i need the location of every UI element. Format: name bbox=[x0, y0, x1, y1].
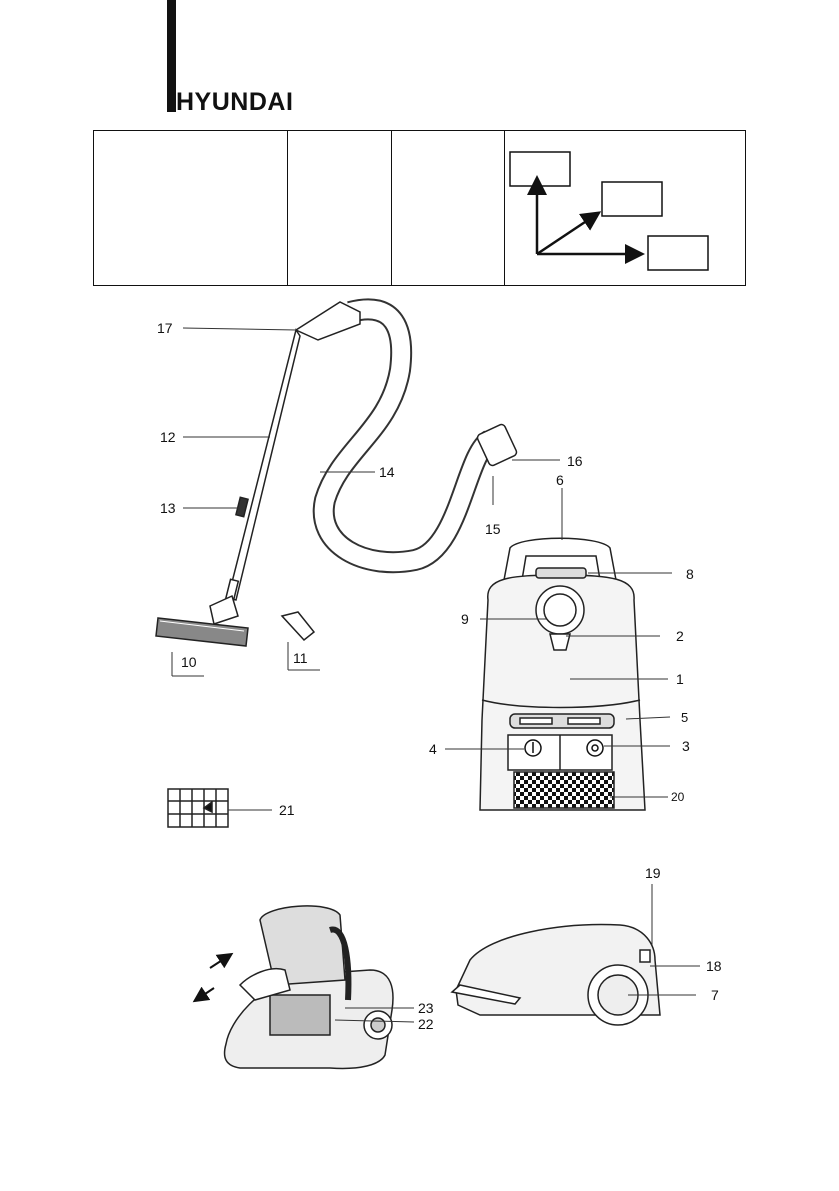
dust-bag bbox=[167, 788, 229, 828]
callout-7: 7 bbox=[711, 987, 719, 1003]
callout-21: 21 bbox=[279, 802, 295, 818]
callout-9: 9 bbox=[461, 611, 469, 627]
callout-3: 3 bbox=[682, 738, 690, 754]
brand-logo: HYUNDAI bbox=[176, 88, 294, 116]
callout-20: 20 bbox=[671, 790, 685, 804]
header-cell-3 bbox=[391, 131, 505, 285]
power-icon bbox=[524, 739, 542, 757]
callout-12: 12 bbox=[160, 429, 176, 445]
arrow-in-icon bbox=[209, 952, 234, 969]
callout-4: 4 bbox=[429, 741, 437, 757]
callout-10: 10 bbox=[181, 654, 197, 670]
callout-14: 14 bbox=[379, 464, 395, 480]
callout-17: 17 bbox=[157, 320, 173, 336]
callout-11: 11 bbox=[293, 650, 308, 666]
header-cell-1 bbox=[94, 131, 288, 285]
telescopic-tube bbox=[224, 328, 301, 602]
header-table bbox=[93, 130, 746, 286]
axes-diagram bbox=[509, 151, 709, 271]
arrow-out-icon bbox=[192, 986, 215, 1003]
callout-19: 19 bbox=[645, 865, 661, 881]
callout-8: 8 bbox=[686, 566, 694, 582]
hose bbox=[312, 298, 498, 574]
cord-rewind-icon bbox=[586, 739, 604, 757]
callout-23: 23 bbox=[418, 1000, 434, 1016]
callout-15: 15 bbox=[485, 521, 501, 537]
brand-bar bbox=[167, 0, 176, 112]
crevice-nozzle bbox=[280, 611, 316, 642]
vacuum-body bbox=[479, 537, 646, 811]
callout-6: 6 bbox=[556, 472, 564, 488]
callout-2: 2 bbox=[676, 628, 684, 644]
open-compartment-illustration bbox=[223, 905, 394, 1070]
leader-lines bbox=[171, 327, 700, 1023]
header-cell-2 bbox=[287, 131, 392, 285]
floor-brush bbox=[155, 594, 249, 647]
callout-16: 16 bbox=[567, 453, 583, 469]
callout-5: 5 bbox=[681, 710, 689, 725]
callout-22: 22 bbox=[418, 1016, 434, 1032]
callout-13: 13 bbox=[160, 500, 176, 516]
side-view-illustration bbox=[450, 923, 661, 1026]
hose-handle bbox=[294, 301, 518, 467]
callout-18: 18 bbox=[706, 958, 722, 974]
callout-1: 1 bbox=[676, 671, 684, 687]
